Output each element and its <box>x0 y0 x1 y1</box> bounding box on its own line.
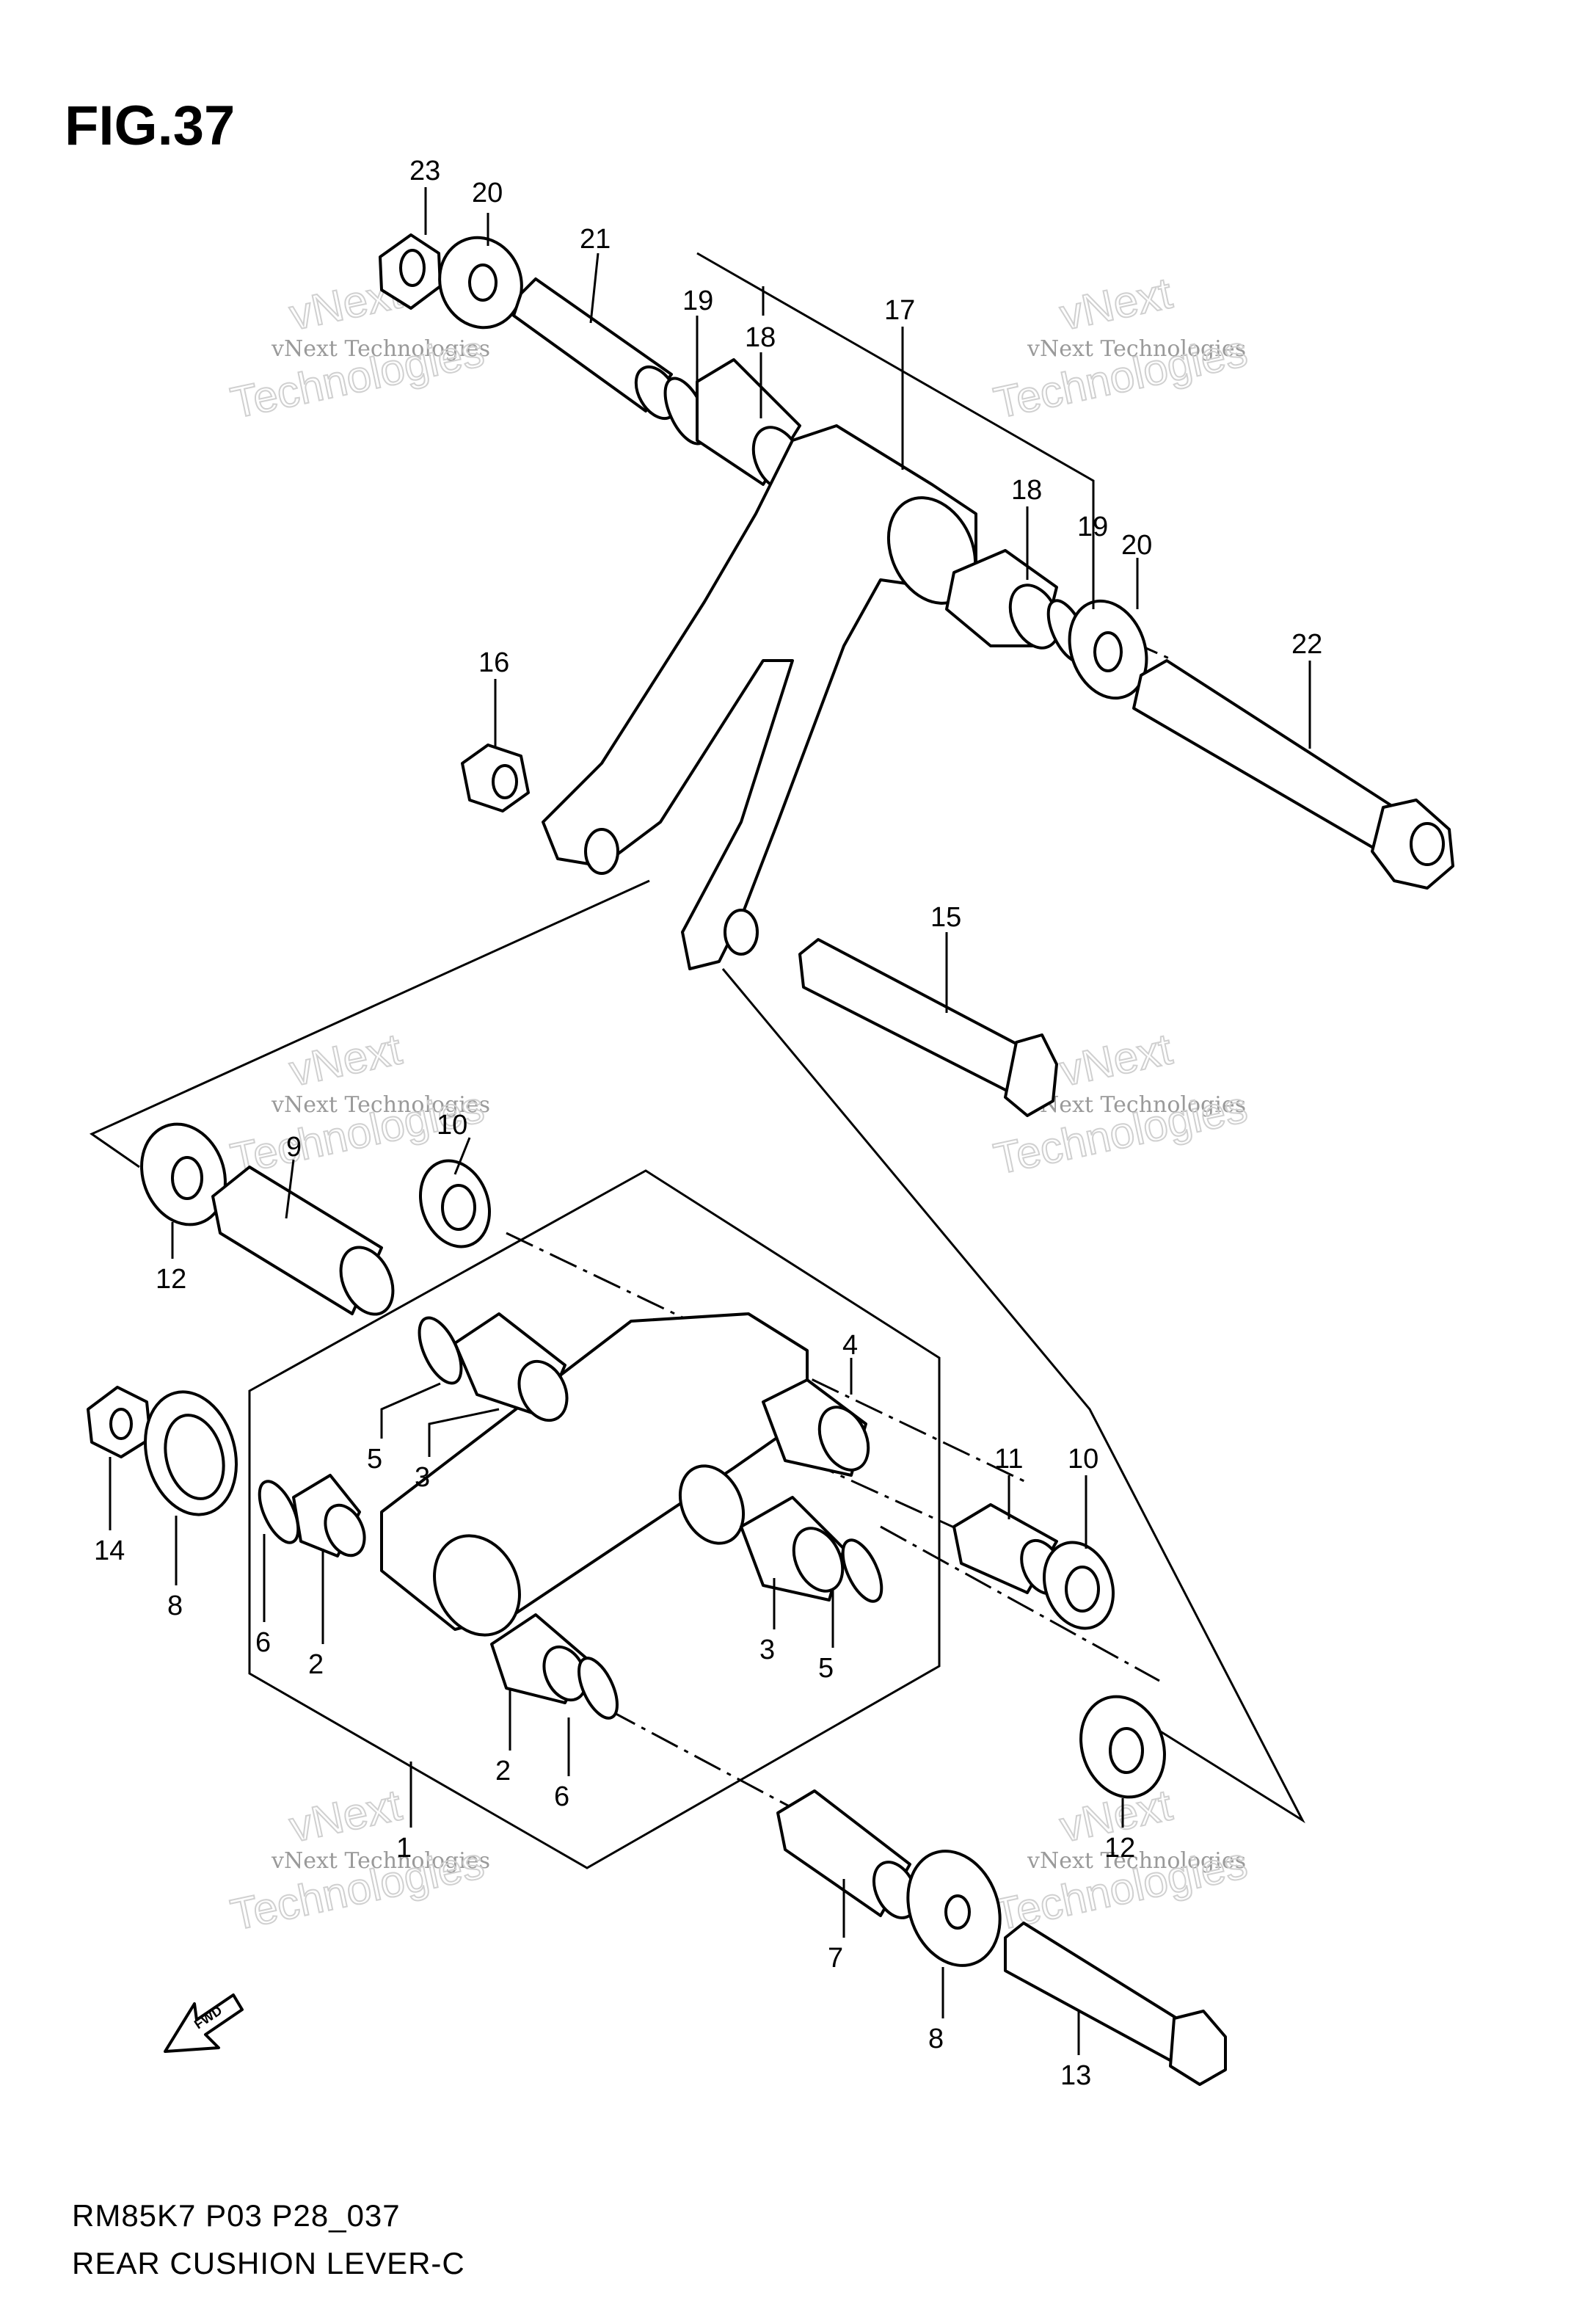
oil-seal-part-10-right <box>1042 1541 1115 1630</box>
callout-11: 11 <box>994 1444 1023 1475</box>
bearing-part-18-right <box>945 549 1061 650</box>
circlip-part-6-lower <box>577 1657 619 1720</box>
collar-part-9 <box>211 1166 395 1316</box>
circlip-part-5-right <box>841 1538 883 1603</box>
washer-part-8-left <box>144 1390 238 1516</box>
bearing-part-4 <box>762 1378 870 1477</box>
bearing-part-3-upper <box>453 1312 569 1422</box>
svg-text:vNext Technologies: vNext Technologies <box>271 1848 490 1874</box>
nut-part-16 <box>461 744 530 813</box>
bearing-part-2-left <box>292 1474 366 1557</box>
nut-part-14 <box>87 1386 152 1458</box>
callout-12-right: 12 <box>1104 1833 1135 1864</box>
washer-part-12-right <box>1079 1695 1166 1799</box>
callout-18-upper: 18 <box>745 322 776 353</box>
lever-part-1-body <box>380 1312 809 1637</box>
callout-2-lower: 2 <box>495 1756 511 1786</box>
washer-part-8-lower <box>906 1850 1002 1967</box>
bolt-part-22 <box>1132 659 1454 890</box>
callout-19-right: 19 <box>1077 512 1108 542</box>
callout-3-right: 3 <box>759 1635 775 1665</box>
callout-6-left: 6 <box>255 1627 271 1658</box>
callout-6-lower: 6 <box>554 1781 569 1812</box>
oil-seal-part-10-upper <box>418 1159 492 1248</box>
lever-assembly-outline <box>248 1169 941 1869</box>
collar-part-7 <box>776 1789 919 1919</box>
callout-15: 15 <box>930 902 961 933</box>
svg-text:vNext Technologies: vNext Technologies <box>1027 1848 1246 1874</box>
callout-labels: 23 20 21 19 18 17 18 19 20 22 16 15 9 10… <box>94 156 1322 2091</box>
fwd-arrow-icon: FWD <box>164 1993 244 2053</box>
callout-21: 21 <box>580 224 611 255</box>
leader-lines <box>109 187 1311 2055</box>
circlip-part-6-left <box>258 1480 300 1544</box>
watermark-bottom-left: vNext vNext Technologies Technologies <box>226 1779 490 1940</box>
bolt-part-15 <box>798 938 1058 1117</box>
washer-part-20-upper <box>438 236 523 330</box>
bolt-part-13 <box>1004 1922 1227 2086</box>
callout-22: 22 <box>1291 629 1322 660</box>
svg-text:vNext Technologies: vNext Technologies <box>1027 1092 1246 1118</box>
svg-text:vNext: vNext <box>285 1024 406 1095</box>
callout-5-upper: 5 <box>367 1444 382 1475</box>
callout-14: 14 <box>94 1535 125 1566</box>
collar-part-21 <box>512 277 679 421</box>
callout-7: 7 <box>828 1943 843 1974</box>
callout-5-right: 5 <box>818 1653 834 1684</box>
svg-text:vNext Technologies: vNext Technologies <box>271 336 490 362</box>
callout-18-right: 18 <box>1011 475 1042 506</box>
callout-3-upper: 3 <box>415 1462 430 1493</box>
callout-4: 4 <box>842 1330 858 1361</box>
svg-text:vNext: vNext <box>1056 1024 1176 1095</box>
callout-12-left: 12 <box>156 1264 186 1295</box>
callout-10-right: 10 <box>1068 1444 1098 1475</box>
washer-part-12-left <box>140 1122 227 1226</box>
svg-text:vNext: vNext <box>1056 268 1176 339</box>
callout-9: 9 <box>286 1132 302 1163</box>
callout-19-upper: 19 <box>682 286 713 316</box>
washer-part-20-right <box>1068 599 1148 700</box>
callout-10-upper: 10 <box>437 1110 467 1141</box>
figure-title: FIG.37 <box>65 95 236 157</box>
callout-16: 16 <box>478 647 509 678</box>
callout-8-left: 8 <box>167 1591 183 1621</box>
assembly-name: REAR CUSHION LEVER-C <box>72 2246 465 2280</box>
callout-1: 1 <box>396 1833 412 1864</box>
callout-2-left: 2 <box>308 1649 324 1680</box>
callout-20-upper: 20 <box>472 178 503 208</box>
bearing-part-3-right <box>740 1496 845 1602</box>
callout-8-lower: 8 <box>928 2024 944 2054</box>
callout-20-right: 20 <box>1121 530 1152 561</box>
model-code: RM85K7 P03 P28_037 <box>72 2198 401 2233</box>
cushion-rod-part-17 <box>542 424 977 970</box>
callout-17: 17 <box>884 295 915 326</box>
svg-text:vNext Technologies: vNext Technologies <box>1027 336 1246 362</box>
svg-text:vNext: vNext <box>285 1780 406 1851</box>
callout-13: 13 <box>1060 2060 1091 2091</box>
watermark-top-right: vNext vNext Technologies Technologies <box>989 267 1253 428</box>
nut-part-23 <box>379 233 442 310</box>
bearing-part-2-lower <box>490 1613 589 1704</box>
callout-23: 23 <box>409 156 440 186</box>
svg-text:vNext Technologies: vNext Technologies <box>271 1092 490 1118</box>
